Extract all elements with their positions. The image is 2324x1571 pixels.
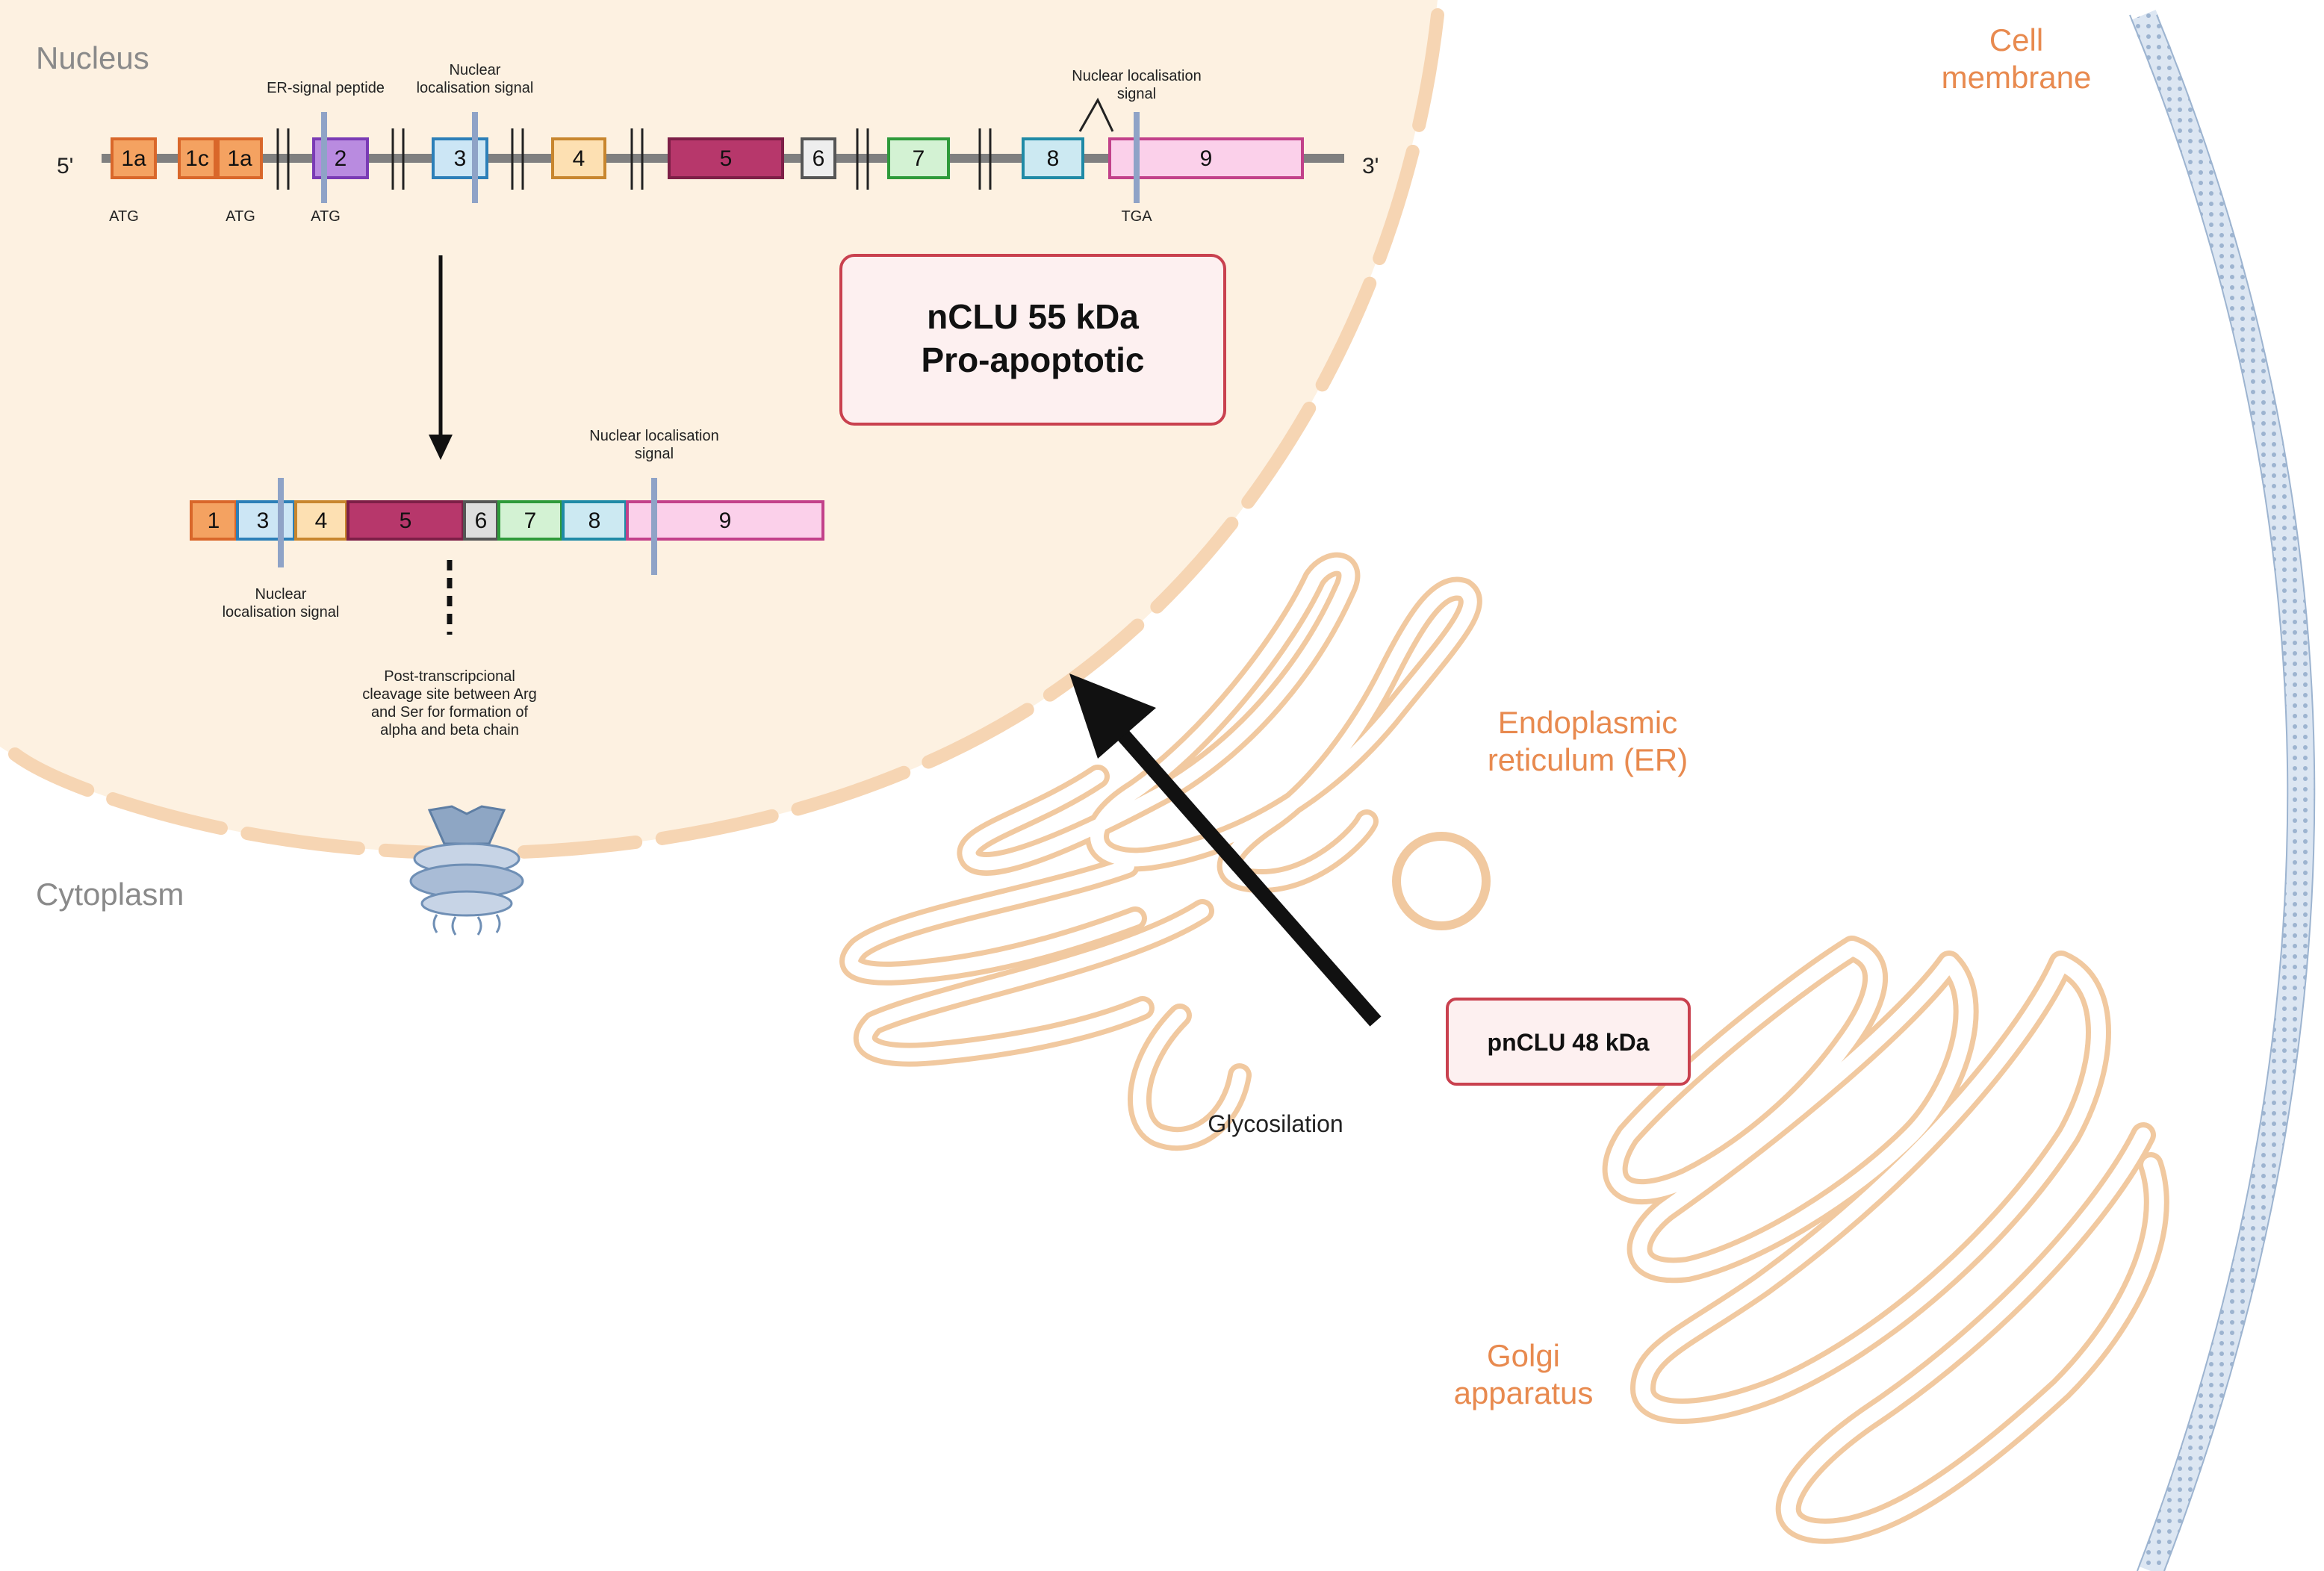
nuclear-pore-icon [409,805,524,936]
five-prime-label: 5' [57,154,73,178]
cleavage-label-line1: Post-transcripcional [384,668,515,685]
gene-exon-7 [887,137,950,179]
transcript-nls-above-line2: signal [635,446,674,462]
gene-exon-4 [551,137,606,179]
er-signal-peptide-label: ER-signal peptide [267,80,385,96]
transcript-exon-6-label: 6 [475,508,488,533]
gene-exon-1c [178,137,217,179]
nclu-subtitle: Pro-apoptotic [922,340,1145,379]
gene-exon-9 [1108,137,1304,179]
gene-structure: 5' 3' 1a 1c 1a 2 3 4 5 6 7 8 9 [57,62,1379,225]
gene-exon-8-label: 8 [1047,146,1060,171]
cleavage-label-line3: and Ser for formation of [371,704,529,721]
transcript-signal-markers [278,478,657,575]
tga-label: TGA [1121,208,1152,225]
transcript-exon-5-label: 5 [400,508,412,533]
mature-transcript: 1 3 4 5 6 7 8 9 Nuclear localisation sig… [190,428,824,738]
er-vesicle [1392,832,1491,930]
atg-label-2: ATG [226,208,255,225]
atg-label-1: ATG [109,208,139,225]
nclu-box: nCLU 55 kDa Pro-apoptotic [839,254,1226,426]
gene-exon-1c-label: 1c [185,146,209,171]
nuclear-envelope [8,8,1444,860]
glycosilation-label: Glycosilation [1208,1110,1343,1137]
gene-exon-1a-first [111,137,157,179]
gene-exon-5 [668,137,784,179]
er-label-line1: Endoplasmic [1498,705,1677,740]
transcript-nls-below-line2: localisation signal [223,604,340,620]
cell-membrane [2131,10,2315,1571]
nucleus-body [0,0,1438,853]
er-label-line2: reticulum (ER) [1488,742,1688,777]
endoplasmic-reticulum [839,552,1482,1151]
golgi-apparatus [1602,936,2169,1544]
gene-exon-4-label: 4 [573,146,585,171]
transcript-exon-4 [294,500,348,541]
transcript-exon-3-label: 3 [257,508,270,533]
gene-exon-1a-first-label: 1a [121,146,146,171]
three-prime-label: 3' [1362,154,1379,178]
cleavage-label-line2: cleavage site between Arg [362,686,537,703]
transcript-nls-below-line1: Nuclear [255,586,307,603]
nucleus-label: Nucleus [36,40,149,75]
transcript-exon-9-label: 9 [719,508,732,533]
gene-exon-3-label: 3 [454,146,467,171]
cytoplasm-label: Cytoplasm [36,877,184,912]
translocation-arrow [1069,673,1382,1027]
pnclu-box: pnCLU 48 kDa [1446,998,1691,1086]
intron-break-marks [276,128,992,190]
transcript-exon-8 [562,500,627,541]
gene-exon-9-label: 9 [1200,146,1213,171]
gene-exon-1a-second [217,137,263,179]
cell-membrane-label-line2: membrane [1942,60,2092,95]
pnclu-label: pnCLU 48 kDa [1488,1029,1650,1056]
gene-exon-6-label: 6 [813,146,825,171]
transcript-exon-1-label: 1 [208,508,220,533]
nls-right-label-line2: signal [1117,86,1156,102]
nls-right-label-line1: Nuclear localisation [1072,68,1201,84]
splice-caret [1078,97,1114,132]
gene-exon-7-label: 7 [913,146,925,171]
cleavage-label-line4: alpha and beta chain [380,722,519,738]
golgi-label-line2: apparatus [1454,1375,1594,1410]
cell-membrane-label-line1: Cell [1989,22,2043,57]
transcript-exon-7-label: 7 [524,508,537,533]
transcript-exon-4-label: 4 [315,508,328,533]
nls-top-label-line1: Nuclear [450,62,501,78]
gene-exon-8 [1022,137,1084,179]
transcript-exon-9 [626,500,824,541]
nls-top-label-line2: localisation signal [417,80,534,96]
gene-exon-1a-second-label: 1a [227,146,252,171]
transcript-exon-8-label: 8 [588,508,601,533]
gene-exon-2-label: 2 [335,146,347,171]
signal-markers [321,112,1140,203]
nclu-title: nCLU 55 kDa [927,297,1139,336]
transcript-nls-above-line1: Nuclear localisation [589,428,718,444]
atg-label-3: ATG [311,208,341,225]
transcription-arrow [429,255,453,460]
golgi-label-line1: Golgi [1487,1338,1560,1373]
gene-exon-6 [801,137,836,179]
gene-exon-5-label: 5 [720,146,733,171]
